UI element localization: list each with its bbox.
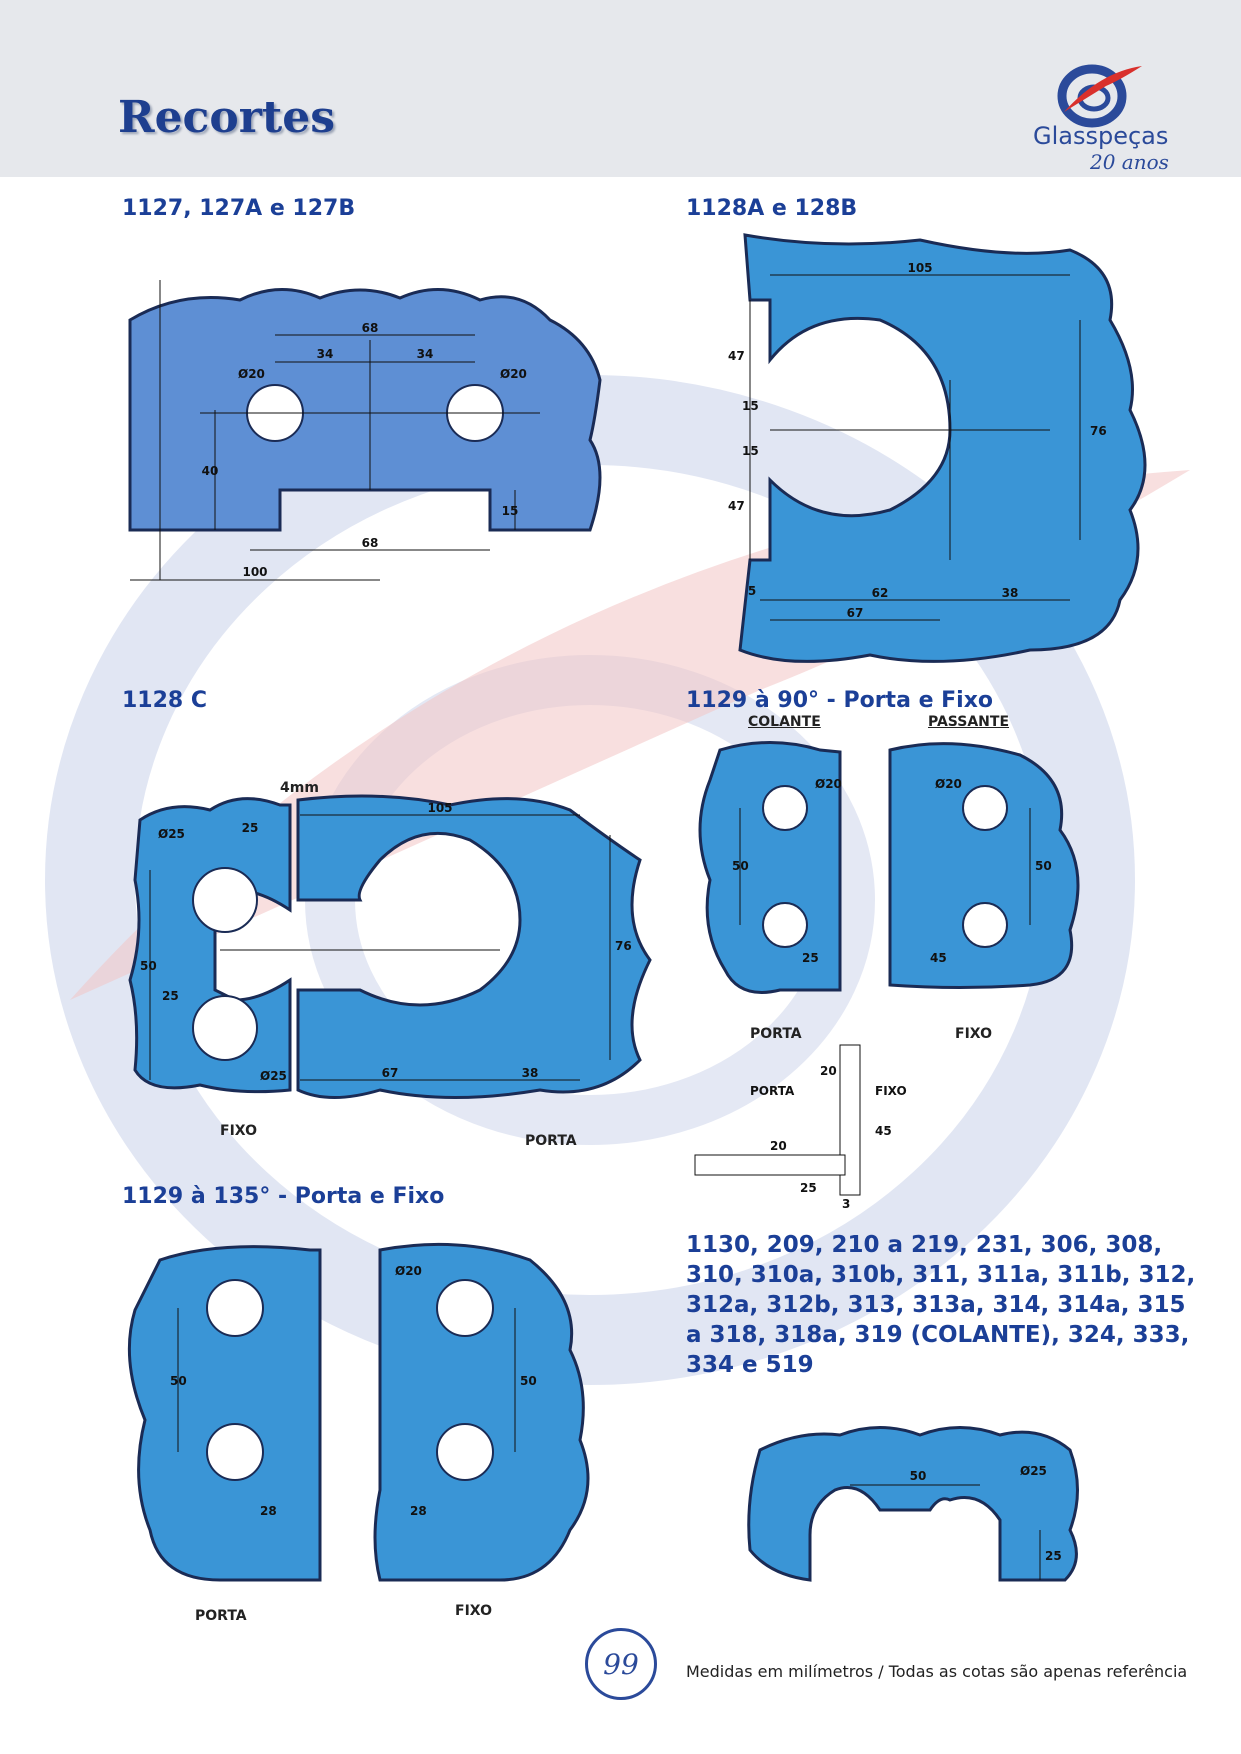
page-number: 99 — [603, 1648, 639, 1681]
dim-34-right: 34 — [417, 347, 434, 361]
dim-100: 100 — [242, 565, 267, 579]
dim-47-bottom: 47 — [728, 499, 745, 513]
dim-45: 45 — [930, 951, 947, 965]
dim-50-left: 50 — [732, 859, 749, 873]
dim-15-a: 15 — [742, 399, 759, 413]
dim-76: 76 — [1090, 424, 1107, 438]
dim-d25-top: Ø25 — [158, 827, 185, 841]
section-title-1129-90: 1129 à 90° - Porta e Fixo — [686, 688, 994, 713]
label-porta-detail: PORTA — [750, 1084, 795, 1098]
label-porta-90: PORTA — [750, 1026, 802, 1042]
diagram-1129-135: 50 50 28 28 Ø20 PORTA FIXO — [127, 1242, 590, 1624]
label-passante: PASSANTE — [928, 714, 1010, 730]
dim-d20-colante: Ø20 — [815, 777, 842, 791]
label-fixo-135: FIXO — [455, 1603, 492, 1619]
dim-34-left: 34 — [317, 347, 334, 361]
dim-50: 50 — [910, 1469, 927, 1483]
section-title-1129-135: 1129 à 135° - Porta e Fixo — [122, 1184, 445, 1209]
dim-105: 105 — [907, 261, 932, 275]
diagram-1128a: 105 62 38 67 5 76 47 47 15 15 — [728, 233, 1147, 663]
section-title-1127: 1127, 127A e 127B — [122, 196, 356, 221]
dim-15: 15 — [502, 504, 519, 518]
logo-name: Glasspeças — [1033, 122, 1169, 150]
dim-47-top: 47 — [728, 349, 745, 363]
page-title: Recortes — [118, 92, 335, 143]
dim-28-right: 28 — [410, 1504, 427, 1518]
dim-25: 25 — [1045, 1549, 1062, 1563]
dim-20-detail: 20 — [770, 1139, 787, 1153]
dim-d20-right: Ø20 — [500, 367, 527, 381]
section-title-1128a: 1128A e 128B — [686, 196, 858, 221]
dim-28-left: 28 — [260, 1504, 277, 1518]
dim-62: 62 — [872, 586, 889, 600]
diagram-1129-90: 50 50 25 45 Ø20 Ø20 PORTA FIXO PORTA FIX… — [694, 741, 1080, 1210]
label-fixo-detail: FIXO — [875, 1084, 907, 1098]
dim-38: 38 — [1002, 586, 1019, 600]
gap-label: 4mm — [280, 780, 319, 796]
dim-50: 50 — [140, 959, 157, 973]
dim-d20-passante: Ø20 — [935, 777, 962, 791]
section-title-1130-list: 1130, 209, 210 a 219, 231, 306, 308, 310… — [686, 1232, 1196, 1378]
dim-15-b: 15 — [742, 444, 759, 458]
label-fixo: FIXO — [220, 1123, 257, 1139]
dim-68-top: 68 — [362, 321, 379, 335]
label-porta: PORTA — [525, 1133, 577, 1149]
dim-25-detail: 25 — [800, 1181, 817, 1195]
glasspecas-logo-icon — [1057, 64, 1142, 128]
dim-40: 40 — [202, 464, 219, 478]
dim-50-left: 50 — [170, 1374, 187, 1388]
diagram-1128c: 105 25 67 38 76 50 25 Ø25 Ø25 4mm FIXO P… — [128, 780, 652, 1149]
dim-d25-bottom: Ø25 — [260, 1069, 287, 1083]
page-number-badge: 99 — [585, 1628, 657, 1700]
footer-note: Medidas em milímetros / Todas as cotas s… — [686, 1662, 1188, 1681]
dim-45-detail: 45 — [875, 1124, 892, 1138]
dim-25-side: 25 — [162, 989, 179, 1003]
dim-67: 67 — [382, 1066, 399, 1080]
dim-d25: Ø25 — [1020, 1464, 1047, 1478]
dim-25: 25 — [802, 951, 819, 965]
dim-3: 3 — [842, 1197, 850, 1210]
label-fixo-90: FIXO — [955, 1026, 992, 1042]
dim-67: 67 — [847, 606, 864, 620]
dim-d20: Ø20 — [395, 1264, 422, 1278]
dim-d20-left: Ø20 — [238, 367, 265, 381]
dim-5: 5 — [748, 584, 756, 598]
diagram-1130: 50 25 Ø25 — [747, 1426, 1079, 1582]
dim-38: 38 — [522, 1066, 539, 1080]
dim-50-right: 50 — [1035, 859, 1052, 873]
header-band — [0, 0, 1241, 177]
dim-20-vertical: 20 — [820, 1064, 837, 1078]
dim-76: 76 — [615, 939, 632, 953]
label-colante: COLANTE — [748, 714, 821, 730]
logo-years: 20 anos — [1090, 150, 1169, 174]
diagram-1127: 68 34 34 68 100 40 15 Ø20 Ø20 — [128, 280, 602, 581]
dim-105: 105 — [427, 801, 452, 815]
section-title-1128c: 1128 C — [122, 688, 208, 713]
dim-68-bottom: 68 — [362, 536, 379, 550]
label-porta-135: PORTA — [195, 1608, 247, 1624]
dim-50-right: 50 — [520, 1374, 537, 1388]
dim-25-top: 25 — [242, 821, 259, 835]
